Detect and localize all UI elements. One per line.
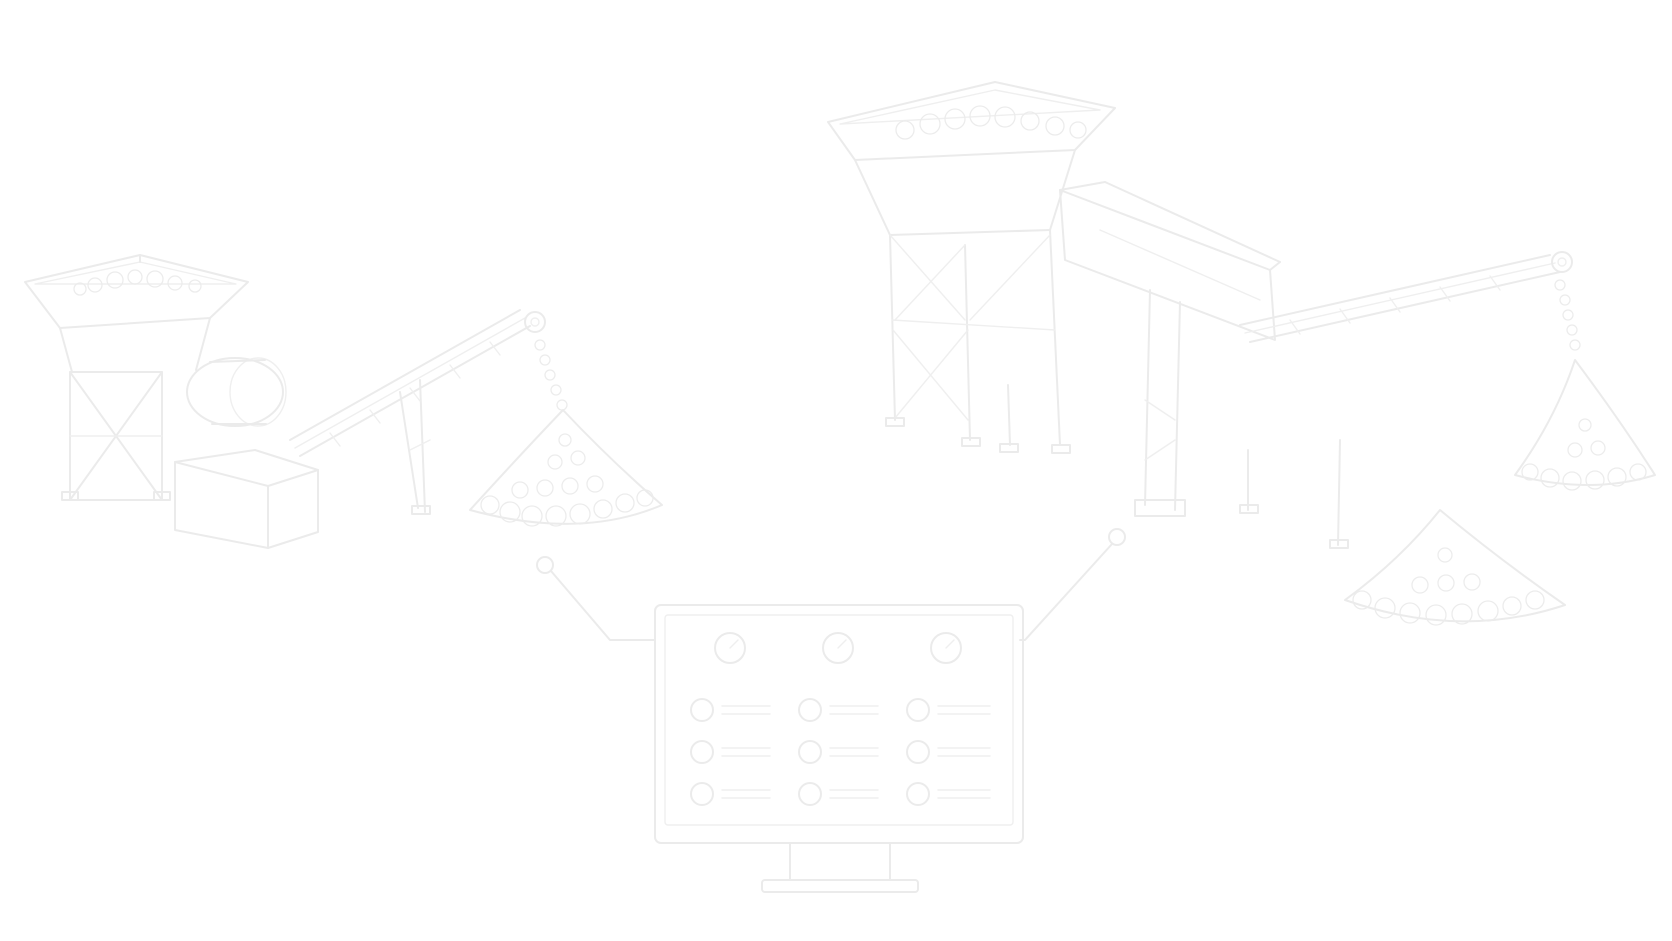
bottom-stockpile [1344,509,1566,626]
indicator-row [690,740,991,764]
status-light-icon [906,698,930,722]
gauge-icon [714,632,746,664]
status-light-icon [906,740,930,764]
left-hopper [24,254,249,373]
left-conveyor [289,309,568,515]
status-light-icon [690,740,714,764]
indicator-row [690,698,991,722]
monitor-base [761,879,919,893]
left-support-frame [61,371,171,501]
monitor-frame [654,604,1024,844]
status-light-icon [690,782,714,806]
right-crushing-plant [827,81,1656,626]
right-screen-housing [1059,181,1281,517]
status-light-icon [798,698,822,722]
right-support-frame [885,229,1071,454]
left-crusher-drum [186,357,287,427]
left-stockpile [469,409,663,527]
right-hopper [827,81,1116,236]
left-crushing-plant [24,254,663,549]
status-light-icon [690,698,714,722]
indicator-row [690,782,991,806]
indicator-grid [690,698,991,806]
gauge-row [714,632,962,664]
connector-lines [536,528,1126,641]
right-conveyor [1239,251,1581,549]
gauge-icon [822,632,854,664]
control-monitor [654,604,1024,893]
monitor-screen [664,614,1014,826]
left-base-box [174,449,319,549]
status-light-icon [798,740,822,764]
right-stockpile [1514,359,1656,491]
status-light-icon [906,782,930,806]
status-light-icon [798,782,822,806]
gauge-icon [930,632,962,664]
